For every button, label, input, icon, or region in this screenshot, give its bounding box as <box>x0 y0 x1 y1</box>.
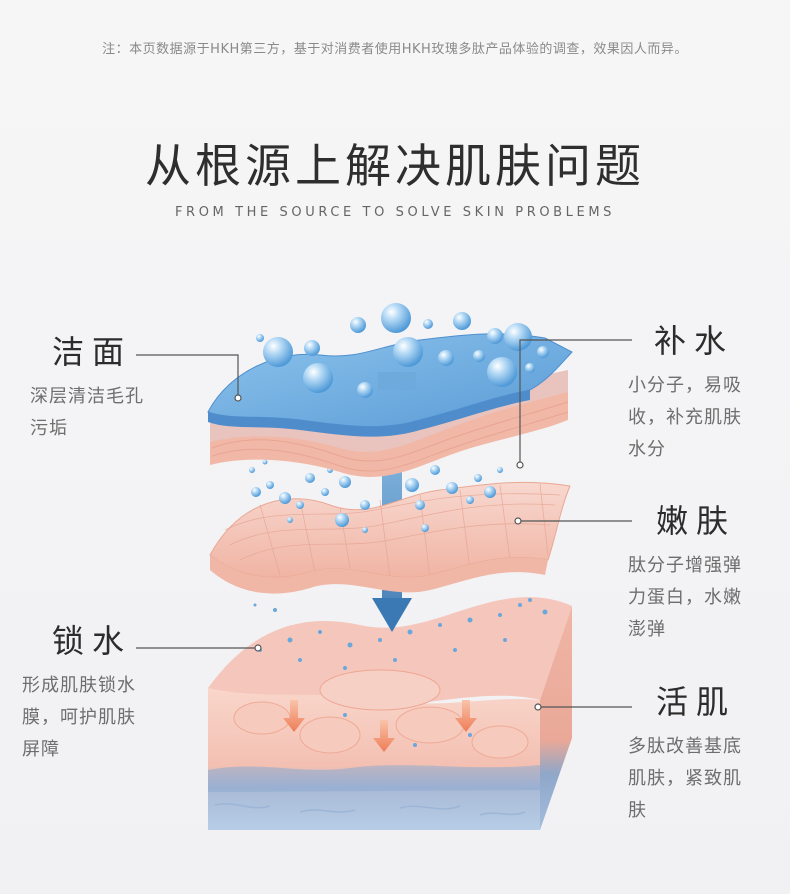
tender-description: 肽分子增强弹 力蛋白，水嫩 澎弹 <box>628 550 790 646</box>
page-title: 从根源上解决肌肤问题 <box>145 139 645 193</box>
activate-arrow-1 <box>283 700 305 732</box>
dermis-block <box>208 597 572 830</box>
lock-desc-line: 形成肌肤锁水 <box>22 675 136 697</box>
lock-heading: 锁水 <box>52 622 133 660</box>
label-tender: 嫩肤 肽分子增强弹 力蛋白，水嫩 澎弹 <box>628 502 790 646</box>
cleanse-desc-line: 深层清洁毛孔 <box>30 386 144 408</box>
cleanse-connector <box>136 354 239 398</box>
cleanse-description: 深层清洁毛孔 污垢 <box>30 381 212 445</box>
tender-heading: 嫩肤 <box>656 502 737 540</box>
lock-description: 形成肌肤锁水 膜，呵护肌肤 屏障 <box>22 670 212 766</box>
page-subtitle: FROM THE SOURCE TO SOLVE SKIN PROBLEMS <box>174 205 616 220</box>
activate-desc-line: 肌肤，紧致肌 <box>628 768 742 790</box>
activate-desc-line: 肤 <box>628 800 647 822</box>
activate-desc-line: 多肽改善基底 <box>628 736 742 758</box>
hydrate-desc-line: 小分子，易吸 <box>628 375 742 397</box>
tender-desc-line: 肽分子增强弹 <box>628 555 742 577</box>
activate-arrow-2 <box>373 720 395 752</box>
lock-desc-line: 膜，呵护肌肤 <box>22 707 136 729</box>
hydrate-description: 小分子，易吸 收，补充肌肤 水分 <box>628 370 790 466</box>
activate-description: 多肽改善基底 肌肤，紧致肌 肤 <box>628 731 790 827</box>
lock-desc-line: 屏障 <box>22 739 60 761</box>
hydrate-heading: 补水 <box>654 322 735 360</box>
hydrate-desc-line: 水分 <box>628 439 666 461</box>
cleanse-desc-line: 污垢 <box>30 418 68 440</box>
water-bubbles <box>256 303 549 398</box>
label-activate: 活肌 多肽改善基底 肌肤，紧致肌 肤 <box>628 683 790 827</box>
label-hydrate: 补水 小分子，易吸 收，补充肌肤 水分 <box>628 322 790 466</box>
label-cleanse: 洁面 深层清洁毛孔 污垢 <box>30 333 212 445</box>
top-water-layer <box>207 333 573 477</box>
tender-desc-line: 澎弹 <box>628 619 666 641</box>
activate-heading: 活肌 <box>656 683 737 721</box>
disclaimer-note: 注：本页数据源于HKH第三方，基于对消费者使用HKH玫瑰多肽产品体验的调查，效果… <box>102 42 688 57</box>
connector-lines <box>136 339 632 711</box>
hydrate-connector <box>519 339 632 465</box>
hydrate-desc-line: 收，补充肌肤 <box>628 407 742 429</box>
cleanse-heading: 洁面 <box>52 333 133 371</box>
hydrate-droplets <box>249 459 503 533</box>
tender-desc-line: 力蛋白，水嫩 <box>628 587 742 609</box>
activate-arrow-3 <box>455 700 477 732</box>
label-lock: 锁水 形成肌肤锁水 膜，呵护肌肤 屏障 <box>22 622 212 766</box>
